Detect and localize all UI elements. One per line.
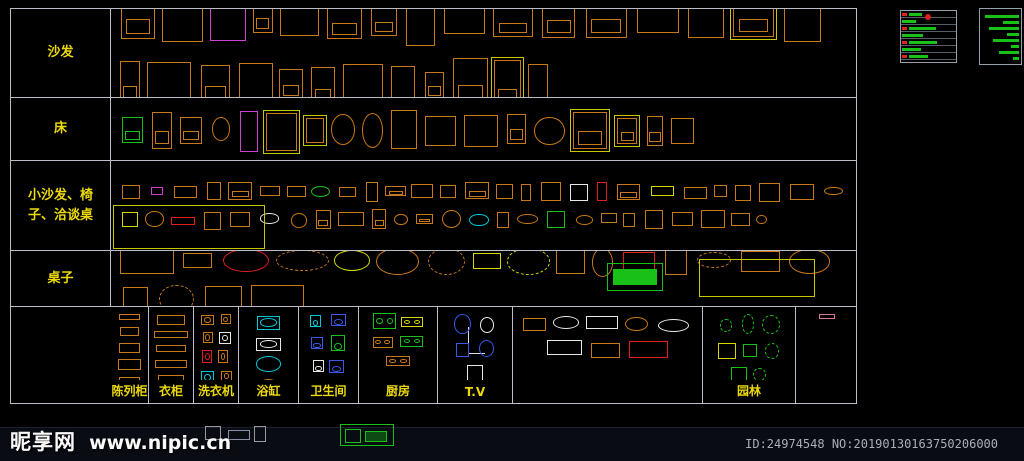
misc-blocks — [513, 307, 702, 380]
category-col-bathtub: 浴缸 — [239, 307, 299, 404]
washing-machine-blocks — [194, 307, 238, 380]
row-small-sofa-chair: 小沙发、椅子、洽谈桌 — [11, 161, 856, 251]
watermark-band — [0, 427, 1024, 461]
category-col-misc — [513, 307, 703, 404]
category-label-bathtub: 浴缸 — [256, 384, 281, 398]
tv-corner-line — [468, 327, 485, 354]
category-col-tv: T.V — [438, 307, 513, 404]
bathtub-blocks — [239, 307, 298, 380]
furniture-block-table: 沙发 床 小沙发、椅子、洽谈桌 桌子 陈列柜 — [10, 8, 857, 404]
scrap-block — [205, 426, 221, 440]
watermark-site-url: www.nipic.cn — [89, 432, 232, 454]
category-label-bathroom: 卫生间 — [310, 384, 347, 398]
scrap-block — [228, 430, 250, 440]
row-table: 桌子 — [11, 251, 856, 307]
title-block-grid — [900, 10, 957, 63]
category-label-kitchen: 厨房 — [385, 384, 410, 398]
title-block-bars — [979, 8, 1022, 65]
row-content-table-blocks — [111, 251, 856, 306]
row-content-chair-blocks — [111, 161, 856, 250]
category-col-garden: 园林 — [703, 307, 796, 404]
red-dot-marker — [925, 14, 931, 20]
category-col-washing-machine: 洗衣机 — [194, 307, 239, 404]
watermark-site-name: 昵享网 — [10, 430, 76, 454]
row-content-bed-blocks — [111, 98, 856, 160]
category-label-tv: T.V — [464, 385, 486, 399]
image-id-text: ID:24974548 NO:20190130163750206000 — [745, 437, 998, 451]
row-label-small-sofa-chair: 小沙发、椅子、洽谈桌 — [11, 161, 111, 250]
garden-blocks — [703, 307, 795, 380]
category-col-display-cabinet: 陈列柜 — [111, 307, 149, 404]
category-label-display-cabinet: 陈列柜 — [111, 384, 148, 398]
category-label-washing-machine: 洗衣机 — [197, 384, 234, 398]
category-col-spare — [796, 307, 856, 404]
category-label-wardrobe: 衣柜 — [158, 384, 183, 398]
row-label-bed: 床 — [11, 98, 111, 160]
wardrobe-blocks — [149, 307, 193, 380]
row-categories: 陈列柜 衣柜 洗衣机 浴缸 卫生间 — [11, 307, 856, 404]
selection-box — [699, 259, 815, 297]
row-label-table: 桌子 — [11, 251, 111, 306]
row-label-sofa: 沙发 — [11, 9, 111, 97]
row-sofa: 沙发 — [11, 9, 856, 98]
category-col-kitchen: 厨房 — [359, 307, 438, 404]
spare-blocks — [796, 307, 856, 380]
row-bed: 床 — [11, 98, 856, 161]
display-cabinet-blocks — [111, 307, 148, 380]
kitchen-blocks — [359, 307, 437, 380]
category-col-bathroom: 卫生间 — [299, 307, 359, 404]
bathroom-blocks — [299, 307, 358, 380]
tv-blocks — [438, 307, 512, 380]
conference-table-highlight — [607, 263, 663, 291]
watermark: 昵享网 www.nipic.cn — [10, 426, 231, 456]
row-content-sofa-blocks — [111, 9, 856, 97]
category-col-wardrobe: 衣柜 — [149, 307, 194, 404]
category-label-garden: 园林 — [736, 384, 761, 398]
scrap-green-box — [340, 424, 394, 446]
category-strip: 陈列柜 衣柜 洗衣机 浴缸 卫生间 — [111, 307, 856, 404]
scrap-block — [254, 426, 266, 442]
